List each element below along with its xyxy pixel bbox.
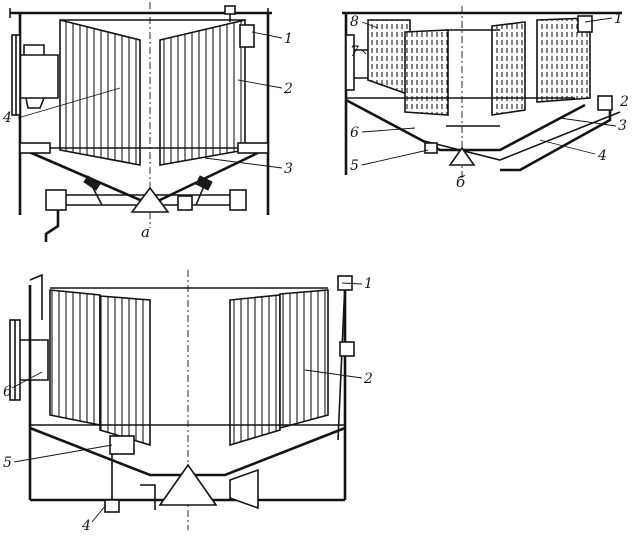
label-b-3: 3 (618, 118, 627, 134)
label-a-4: 4 (2, 110, 12, 126)
label-b-8: 8 (350, 14, 359, 30)
label-b-5: 5 (350, 158, 359, 174)
label-b-1: 1 (614, 11, 623, 27)
label-b-4: 4 (597, 148, 607, 164)
label-a-1: 1 (284, 31, 293, 47)
figure-c: 1 2 6 5 4 (3, 270, 373, 534)
label-c-2: 2 (363, 371, 373, 387)
label-c-5: 5 (3, 455, 12, 471)
label-c-1: 1 (364, 276, 373, 292)
figure-b: 8 7 1 2 3 4 6 5 б (342, 6, 629, 191)
label-b-7: 7 (350, 44, 359, 60)
label-a-2: 2 (283, 81, 293, 97)
label-b-6: 6 (350, 125, 359, 141)
label-a-3: 3 (284, 161, 293, 177)
label-c-4: 4 (81, 518, 91, 534)
label-b-2: 2 (619, 94, 629, 110)
caption-a: а (141, 223, 150, 241)
label-c-6: 6 (3, 384, 12, 400)
caption-b: б (456, 173, 466, 191)
figure-a: 1 2 3 4 а (2, 2, 293, 242)
